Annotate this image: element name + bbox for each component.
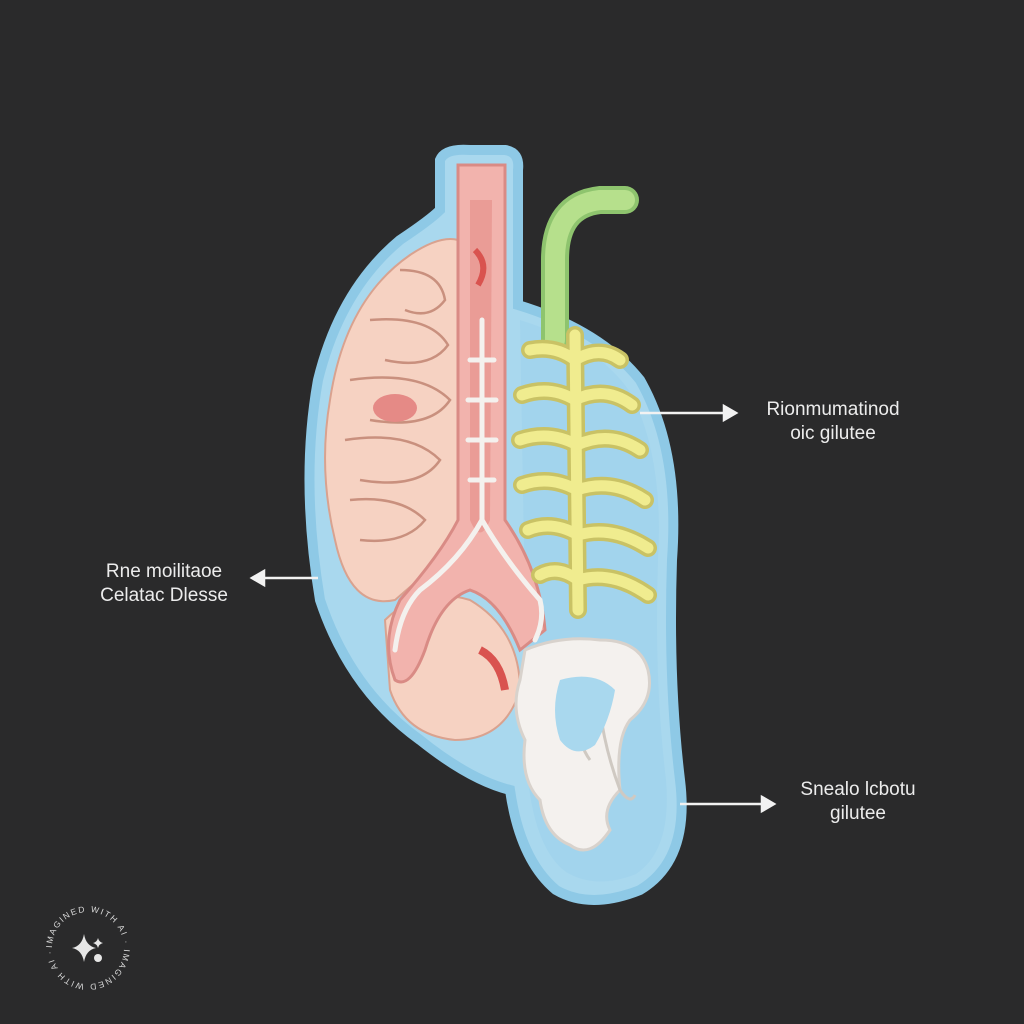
label-left-line2: Celatac Dlesse [100, 585, 228, 606]
label-right-top-line1: Rionmumatinod [766, 399, 900, 420]
label-left-line1: Rne moilitaoe [105, 561, 223, 582]
intestine-inner-cavity [555, 676, 615, 752]
label-right-bottom-line2: gilutee [830, 803, 886, 824]
stomach-red-spot [373, 394, 417, 422]
stomach-folds [344, 268, 452, 542]
pointer-arrows [249, 403, 777, 814]
imagined-with-ai-watermark: IMAGINED WITH AI · IMAGINED WITH AI · [44, 904, 130, 992]
tract-red-accent-bottom [478, 646, 509, 691]
tract-red-accent-top [472, 247, 487, 287]
sparkle-icon [72, 934, 103, 962]
tract-white-villi [392, 317, 545, 653]
label-right-bottom-line1: Snealo lcbotu [800, 779, 916, 800]
yellow-villi-highlight [514, 329, 654, 616]
label-right-bottom: Snealo lcbotu gilutee [784, 778, 932, 826]
label-right-top-line2: oic gilutee [790, 423, 876, 444]
label-left: Rne moilitaoe Celatac Dlesse [78, 560, 250, 608]
green-tube-fill [545, 190, 635, 350]
label-right-top: Rionmumatinod oic gilutee [748, 398, 918, 446]
